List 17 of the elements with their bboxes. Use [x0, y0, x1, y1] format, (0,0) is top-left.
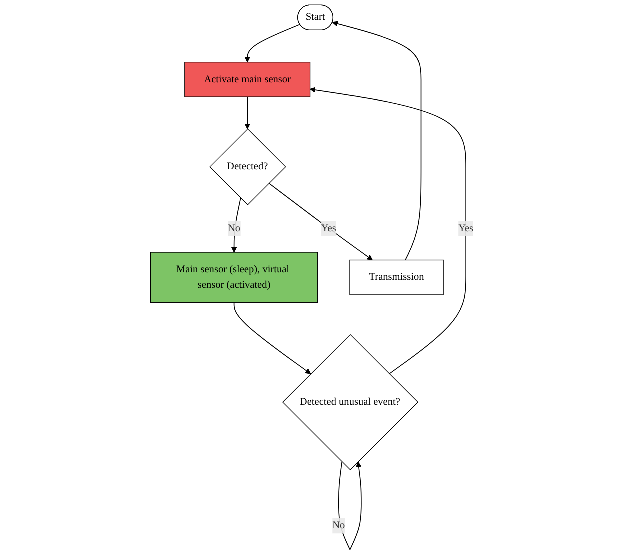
arrow [244, 96, 250, 130]
edge-label: Yes [458, 222, 474, 234]
node-diamond: Detected unusual event? [282, 334, 418, 470]
arrow [310, 87, 466, 374]
arrow [234, 302, 312, 374]
edge-label: No [228, 222, 240, 234]
arrow [268, 183, 373, 260]
arrow [244, 24, 300, 63]
node-diamond: Detected? [209, 128, 286, 206]
node-box: Transmission [350, 260, 444, 296]
arrow [338, 462, 362, 550]
node-box: Main sensor (sleep), virtual sensor (activated) [150, 252, 318, 303]
arrow [332, 21, 422, 261]
edge-label: No [332, 520, 346, 532]
node-box: Activate main sensor [184, 62, 310, 98]
arrow [231, 198, 242, 253]
edge-label: Yes [321, 222, 336, 234]
